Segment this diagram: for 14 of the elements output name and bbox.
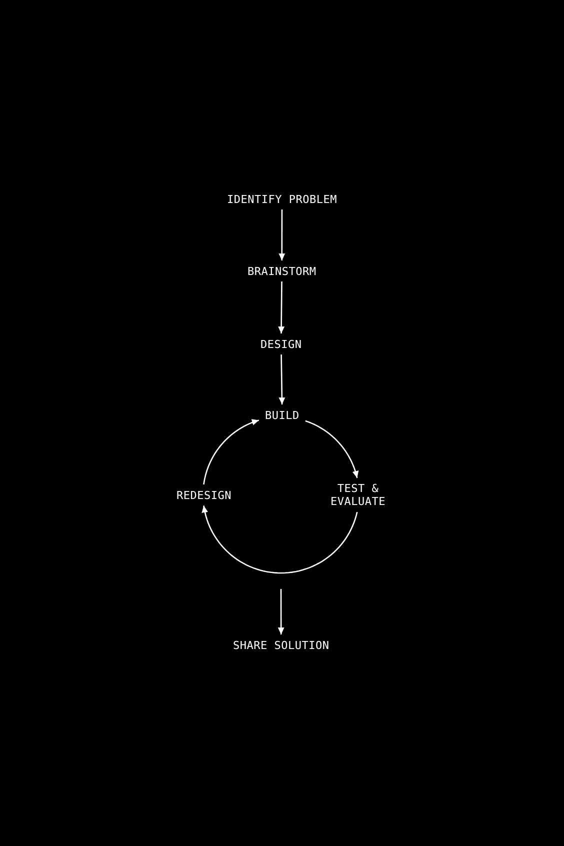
curved-arrow [202,505,358,574]
step-label: REDESIGN [170,484,238,506]
step-label: IDENTIFY PROBLEM [221,188,343,210]
arrow [278,589,284,634]
step-label: BRAINSTORM [242,260,322,282]
step-label: TEST & EVALUATE [324,478,392,512]
step-label: BUILD [259,404,306,426]
step-label: SHARE SOLUTION [227,634,336,656]
curved-arrow [203,419,260,485]
arrow [278,210,286,260]
curved-arrow [305,420,359,478]
arrow [278,354,286,404]
arrow [278,282,284,334]
step-label: DESIGN [254,334,308,354]
